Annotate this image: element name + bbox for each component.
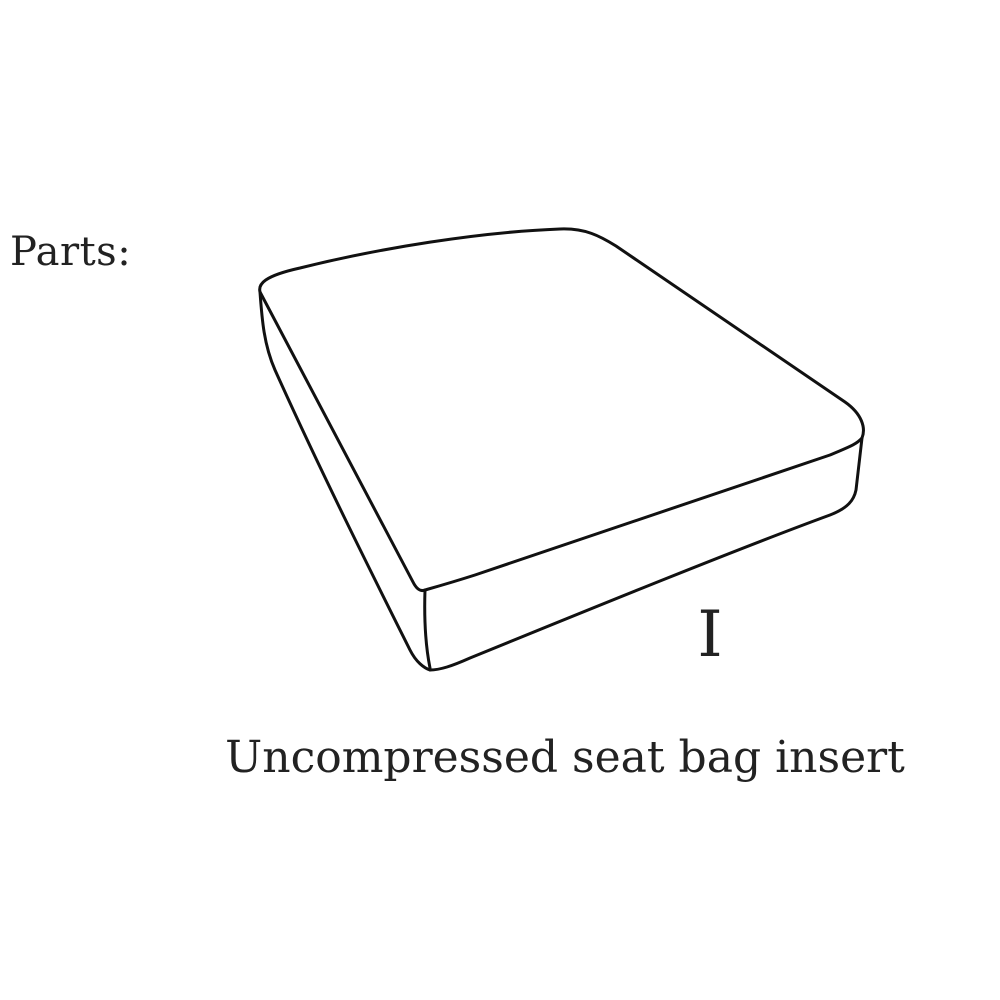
cushion-bottom-edge [428, 436, 864, 672]
cushion-front-edge [423, 588, 432, 670]
parts-heading: Parts: [10, 229, 132, 275]
part-caption: Uncompressed seat bag insert [225, 732, 905, 783]
cushion-top-face [258, 227, 865, 592]
part-number: I [697, 598, 723, 672]
cushion-left-side [258, 290, 432, 672]
